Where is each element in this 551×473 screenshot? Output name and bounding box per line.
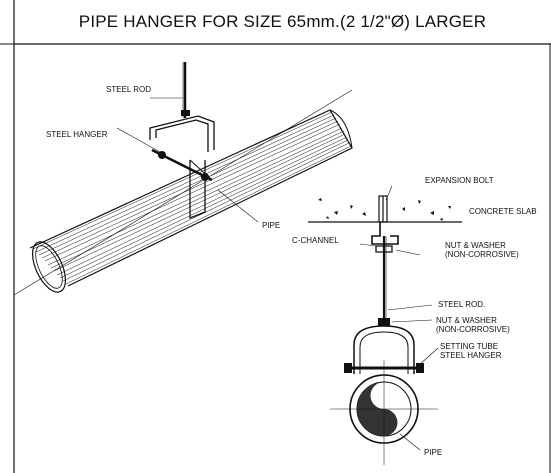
label-steel-rod-2: STEEL ROD. — [438, 300, 485, 309]
section-hanger — [330, 325, 438, 465]
label-non-corrosive-1: (NON-CORROSIVE) — [445, 250, 519, 259]
label-c-channel: C-CHANNEL — [292, 236, 339, 245]
label-pipe-section: PIPE — [424, 448, 442, 457]
label-nut-washer-2: NUT & WASHER — [436, 316, 497, 325]
label-steel-rod: STEEL ROD — [106, 85, 151, 94]
label-expansion-bolt: EXPANSION BOLT — [425, 176, 494, 185]
label-steel-hanger-2: STEEL HANGER — [440, 351, 502, 360]
c-channel-assembly — [359, 222, 399, 326]
label-non-corrosive-2: (NON-CORROSIVE) — [436, 325, 510, 334]
label-steel-hanger: STEEL HANGER — [46, 130, 108, 139]
isometric-pipe — [13, 89, 353, 296]
isometric-hanger — [149, 62, 215, 219]
drawing-title: PIPE HANGER FOR SIZE 65mm.(2 1/2"Ø) LARG… — [78, 12, 487, 31]
label-setting-tube: SETTING TUBE — [440, 342, 498, 351]
concrete-slab — [308, 185, 462, 223]
label-pipe-iso: PIPE — [262, 221, 280, 230]
label-concrete-slab: CONCRETE SLAB — [469, 207, 537, 216]
iso-leaders — [116, 97, 259, 223]
section-leaders — [387, 249, 439, 367]
label-nut-washer-1: NUT & WASHER — [445, 241, 506, 250]
